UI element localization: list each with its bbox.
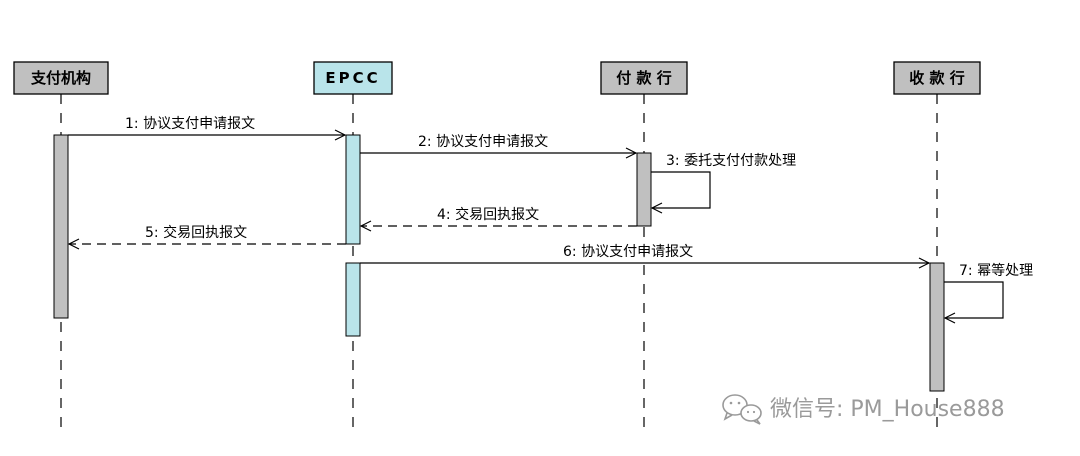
watermark: 微信号: PM_House888 <box>722 394 1005 425</box>
message-label: 1: 协议支付申请报文 <box>125 116 255 132</box>
participant-payee-bank: 收 款 行 <box>893 61 981 95</box>
message-label: 6: 协议支付申请报文 <box>563 244 693 260</box>
activation-payee-bank <box>929 262 945 392</box>
activation-epcc-1 <box>345 134 361 245</box>
activation-payer-bank <box>636 152 652 227</box>
message-label: 7: 幂等处理 <box>959 262 1033 279</box>
message-label: 3: 委托支付付款处理 <box>666 153 796 169</box>
message-5: 5: 交易回执报文 <box>69 224 346 244</box>
participant-label: 收 款 行 <box>909 69 964 87</box>
participant-epcc: EPCC <box>313 61 393 95</box>
participant-payer-bank: 付 款 行 <box>600 61 688 95</box>
message-6: 6: 协议支付申请报文 <box>360 244 929 263</box>
message-label: 4: 交易回执报文 <box>437 206 539 223</box>
activation-epcc-2 <box>345 262 361 337</box>
message-1: 1: 协议支付申请报文 <box>68 116 345 135</box>
message-4: 4: 交易回执报文 <box>361 206 637 226</box>
message-label: 5: 交易回执报文 <box>145 224 247 241</box>
participant-payment-institution: 支付机构 <box>13 61 109 95</box>
message-3: 3: 委托支付付款处理 <box>651 153 796 208</box>
message-label: 2: 协议支付申请报文 <box>418 134 548 150</box>
activation-payment-institution <box>53 134 69 319</box>
participant-label: 支付机构 <box>30 69 91 87</box>
watermark-text: 微信号: PM_House888 <box>770 397 1005 422</box>
message-2: 2: 协议支付申请报文 <box>360 134 636 153</box>
participant-label: 付 款 行 <box>616 69 671 87</box>
wechat-icon <box>722 394 762 425</box>
participant-label: EPCC <box>325 69 380 87</box>
message-7: 7: 幂等处理 <box>944 262 1033 318</box>
